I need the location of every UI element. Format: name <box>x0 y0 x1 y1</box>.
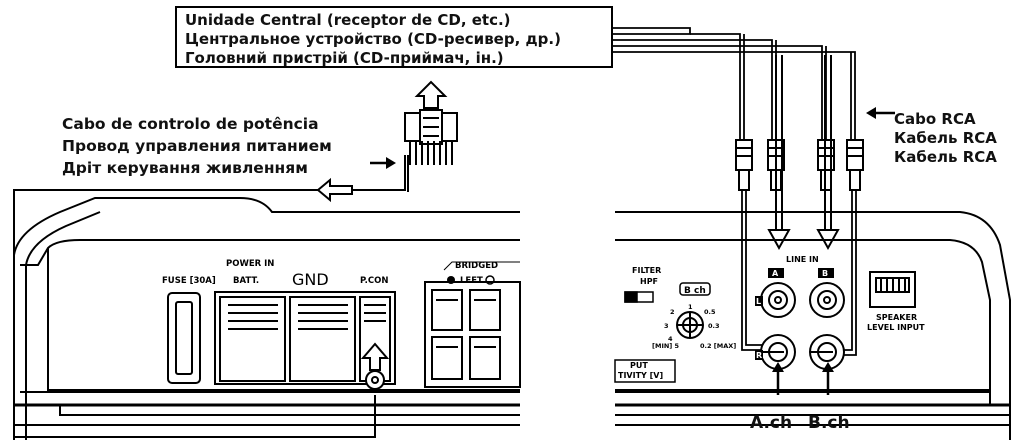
left-amp-labels: FUSE [30A] POWER IN BATT. GND P.CON BRID… <box>162 259 498 289</box>
amplifier-left <box>13 197 520 440</box>
jack-r-label: R <box>756 351 762 360</box>
rca-cable-line-ru: Кабель RCA <box>894 129 997 147</box>
up-arrow-icon <box>414 80 448 109</box>
line-in-jacks <box>760 282 845 370</box>
head-unit-line-uk: Головний пристрій (CD-приймач, ін.) <box>185 49 504 67</box>
b-ch-label: B.ch <box>808 413 850 433</box>
pcon-label: P.CON <box>360 276 388 286</box>
line-in-label: LINE IN <box>786 255 819 264</box>
left-label: LEFT <box>460 276 483 286</box>
dial-mark: 1 <box>688 303 693 311</box>
jack-a-label: A <box>772 269 779 278</box>
right-amp-labels: FILTER HPF B ch LINE IN SPEAKER LEVEL IN… <box>618 255 925 380</box>
right-arrow-icon <box>370 157 396 169</box>
power-cable-line-ru: Провод управления питанием <box>62 137 332 155</box>
speaker-label: SPEAKER <box>876 313 917 322</box>
power-cable-line-uk: Дріт керування живленням <box>62 159 308 177</box>
jack-b-label: B <box>822 269 828 278</box>
rca-cable-line-uk: Кабель RCA <box>894 148 997 166</box>
power-cable-line-pt: Cabo de controlo de potência <box>62 115 319 133</box>
speaker-level-input <box>869 271 916 308</box>
dial-mark: 4 <box>668 335 673 343</box>
rca-down-arrows <box>767 55 840 251</box>
fuse-label: FUSE [30A] <box>162 276 216 286</box>
dial-mark: [MIN] 5 <box>652 342 680 350</box>
rca-plugs <box>735 139 864 191</box>
remote-wire-loop <box>13 155 409 438</box>
filter-label: FILTER <box>632 266 661 275</box>
dial-mark: 0.5 <box>704 308 716 316</box>
batt-label: BATT. <box>233 276 259 286</box>
rca-cable-line-pt: Cabo RCA <box>894 110 976 128</box>
pcon-up-arrow-icon <box>360 342 390 371</box>
bridged-bracket <box>443 261 520 271</box>
level-input-label: LEVEL INPUT <box>867 323 925 332</box>
channel-arrows <box>772 362 834 395</box>
harness-connector <box>404 109 458 165</box>
rca-label-arrow-icon <box>866 107 895 119</box>
bridged-label: BRIDGED <box>455 261 498 271</box>
channel-labels: A.ch B.ch <box>750 413 850 433</box>
filter-switch <box>624 282 711 303</box>
rca-cables <box>613 27 856 140</box>
gnd-label: GND <box>292 270 329 289</box>
sensitivity-box <box>614 359 676 383</box>
head-unit-line-pt: Unidade Central (receptor de CD, etc.) <box>185 11 511 29</box>
dial-scale: 1 2 0.5 3 0.3 4 [MIN] 5 0.2 [MAX] <box>652 303 736 350</box>
amplifier-right <box>615 211 1011 440</box>
rca-cable-label: Cabo RCA Кабель RCA Кабель RCA <box>876 110 997 167</box>
power-in-label: POWER IN <box>226 259 274 269</box>
gain-dial <box>676 311 704 339</box>
rca-wires-to-jacks <box>741 190 857 356</box>
dial-mark: 3 <box>664 322 669 330</box>
power-cable-label: Cabo de controlo de potência Провод упра… <box>62 113 332 179</box>
tivity-label: TIVITY [V] <box>618 371 663 380</box>
jack-selectors <box>755 268 834 360</box>
plus-icon <box>447 276 455 284</box>
minus-icon <box>485 275 495 285</box>
head-unit-line-ru: Центральное устройство (CD-ресивер, др.) <box>185 30 561 48</box>
put-label: PUT <box>630 361 648 370</box>
left-outline-arrow-icon <box>316 177 353 203</box>
head-unit-label-box: Unidade Central (receptor de CD, etc.) Ц… <box>175 6 613 68</box>
speaker-terminals <box>424 281 521 388</box>
power-terminals <box>214 291 396 385</box>
a-ch-label: A.ch <box>750 413 792 433</box>
bch-label: B ch <box>684 286 706 296</box>
dial-mark: 2 <box>670 308 675 316</box>
dial-mark: 0.2 [MAX] <box>700 342 736 350</box>
jack-l-label: L <box>756 297 761 306</box>
hpf-label: HPF <box>640 277 658 286</box>
dial-mark: 0.3 <box>708 322 720 330</box>
jack-letters: A B L R <box>756 269 828 360</box>
pcon-ring-terminal <box>365 370 385 390</box>
fuse-holder <box>167 292 201 384</box>
